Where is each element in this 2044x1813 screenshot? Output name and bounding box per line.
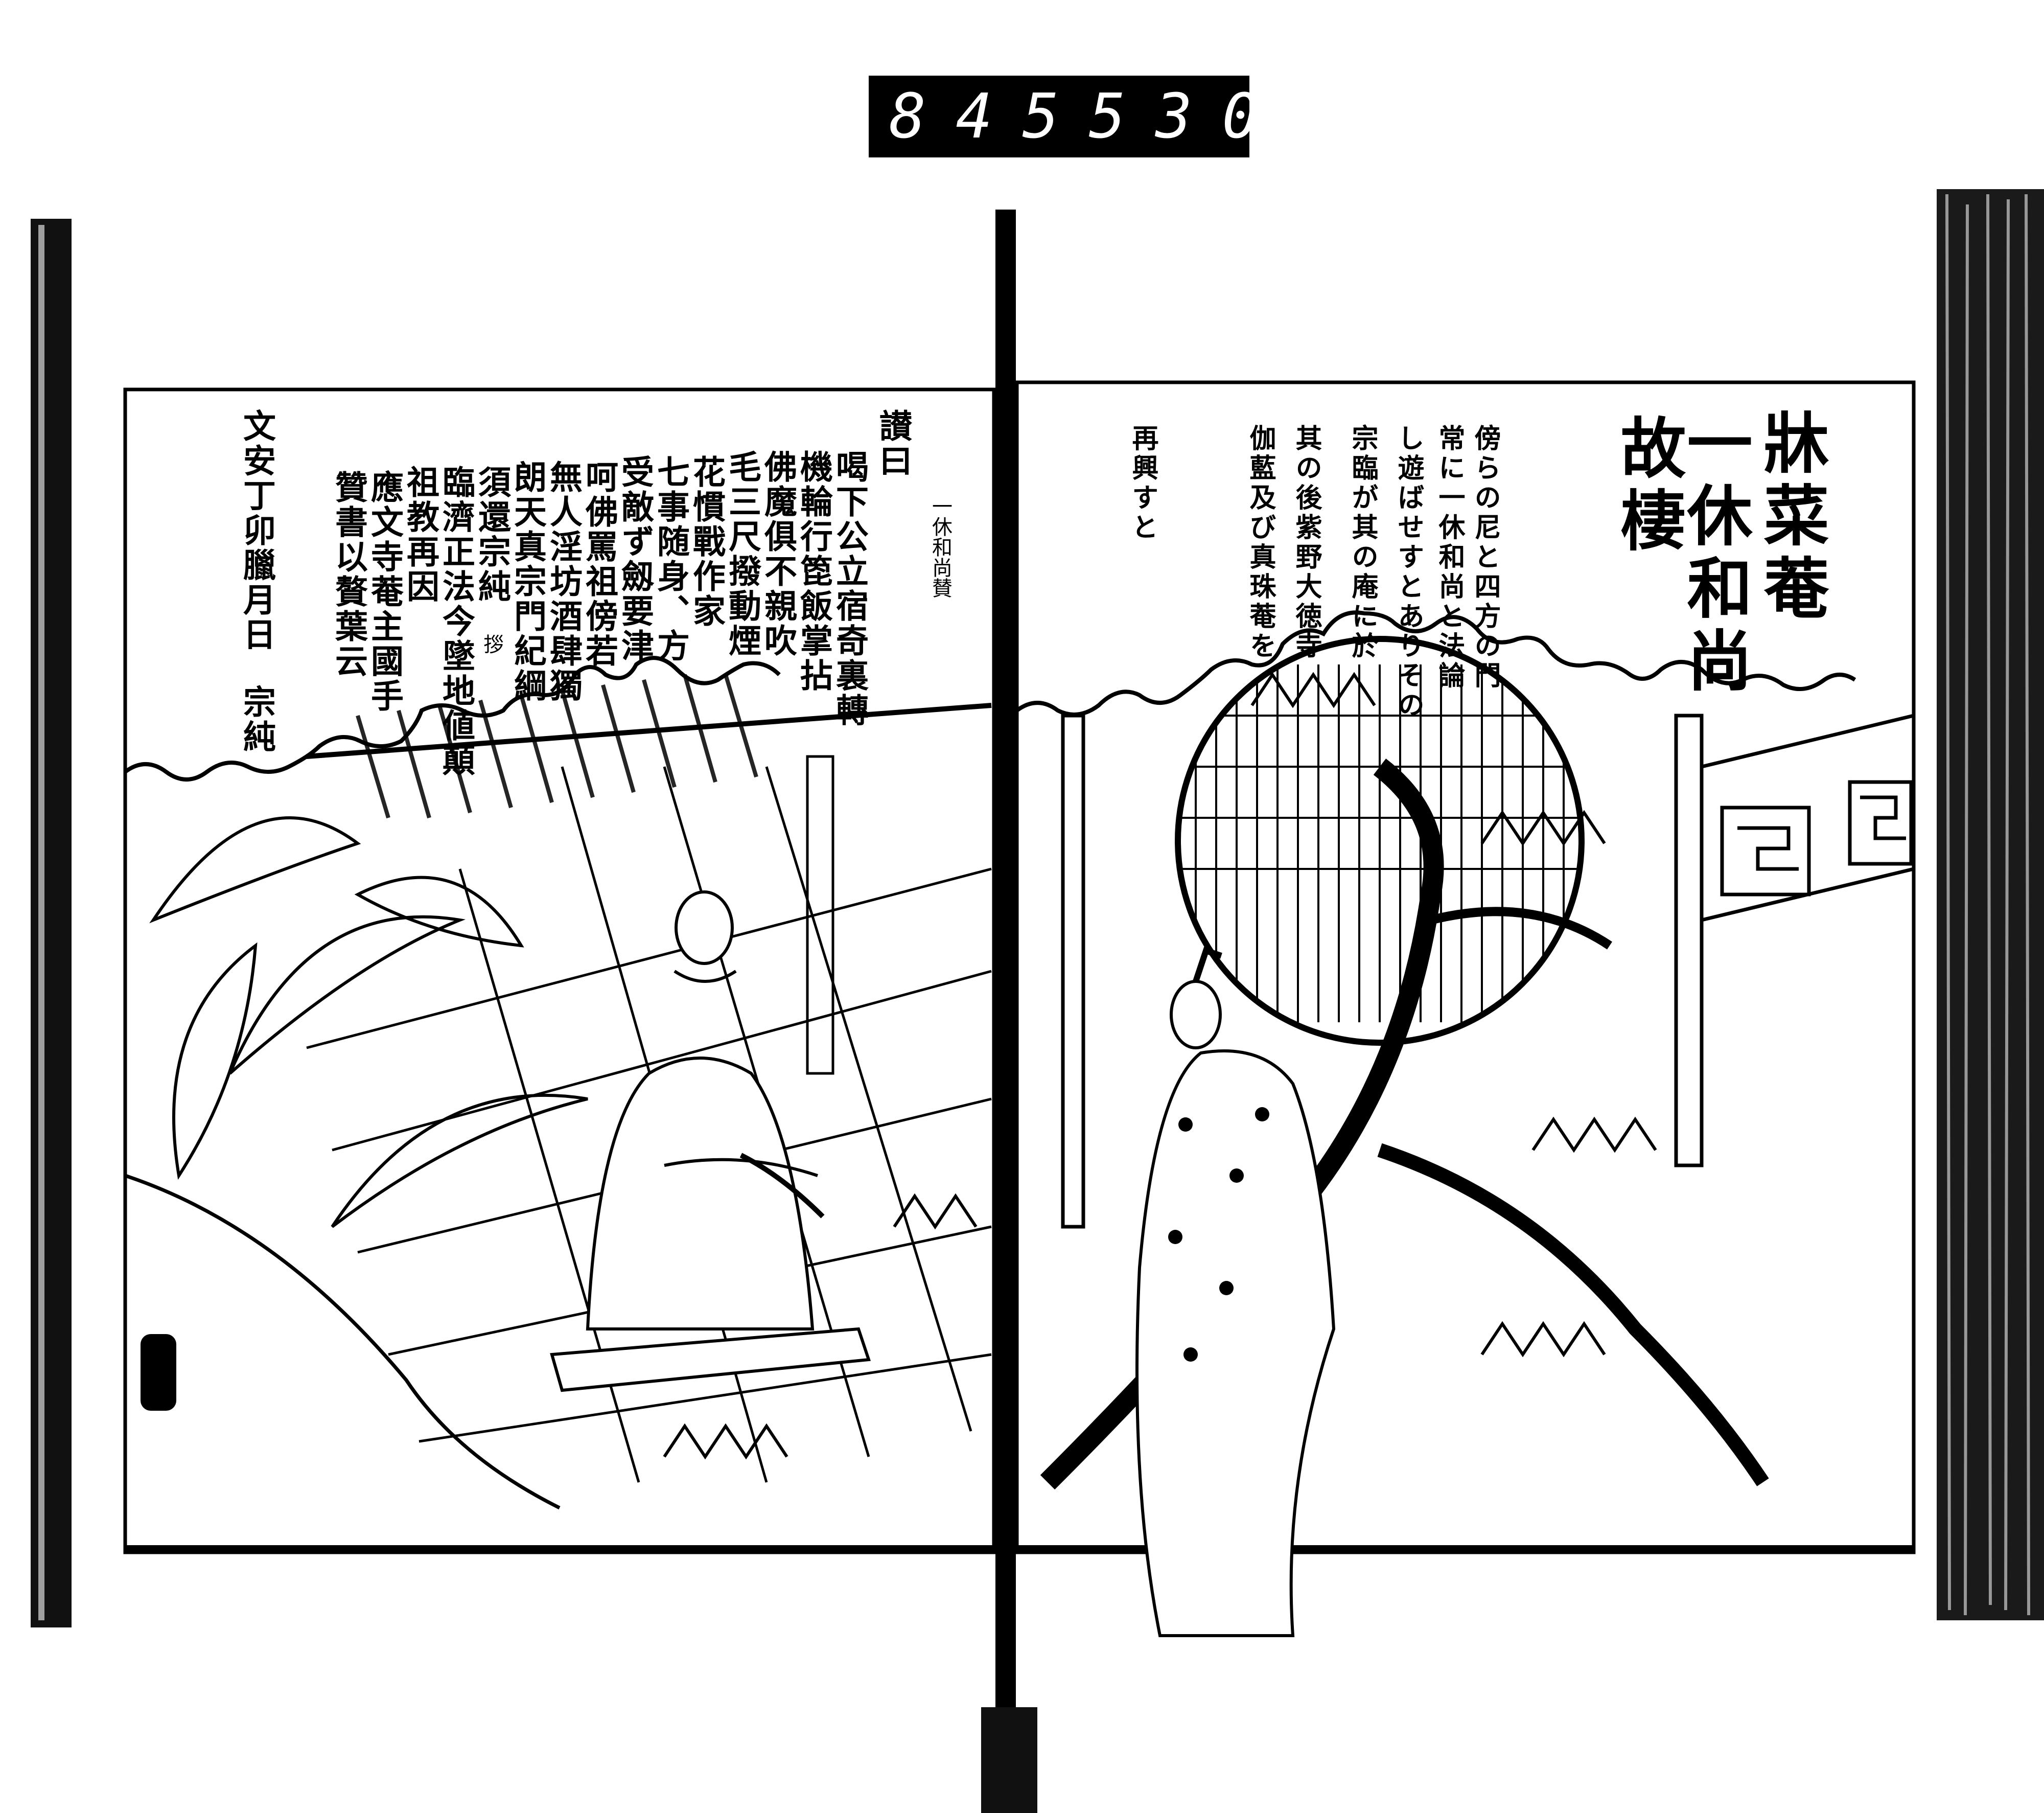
poem-note: 拶 xyxy=(480,634,503,654)
scan-number-left: 845 xyxy=(889,81,1089,152)
body-column-5: 其の後紫野大徳寺 xyxy=(1291,424,1322,661)
poem-column-12: 臨濟正法今墜地値顛 xyxy=(437,465,475,778)
artist-seal xyxy=(141,1334,176,1411)
banana-leaves xyxy=(149,816,588,1228)
body-column-6: 伽藍及び真珠菴を xyxy=(1245,424,1276,661)
poem-column-4: 毛三尺撥動煙 xyxy=(723,450,761,658)
veranda-railing xyxy=(1061,714,1914,1229)
right-cloud-border xyxy=(1015,610,1856,717)
left-cloud-border xyxy=(124,656,781,782)
poem-column-2: 機輪行箆飯掌拈 xyxy=(795,450,833,693)
poem-column-8: 呵佛罵祖傍若 xyxy=(580,460,618,669)
body-column-4: 宗臨が其の庵に於 xyxy=(1347,424,1378,661)
poem-attribution: 一休和尚賛 xyxy=(928,496,952,598)
thatched-roof xyxy=(356,674,758,819)
body-column-7: 再興すと xyxy=(1127,424,1158,543)
poem-signature: 宗純 xyxy=(238,685,276,754)
scan-number-right: 530. xyxy=(1088,81,1355,152)
poem-column-1: 喝下公立宿奇裏轉 xyxy=(830,450,869,728)
poem-heading: 讃曰 xyxy=(874,409,912,478)
poem-column-14: 應文寺菴主國手 xyxy=(365,470,404,714)
title-column-3: 故棲 xyxy=(1609,414,1686,559)
monk-ikkyu-figure xyxy=(550,890,871,1392)
poem-column-3: 佛魔俱不親吹 xyxy=(759,450,797,658)
left-book-edge xyxy=(31,219,72,1627)
right-book-edge xyxy=(1937,189,2044,1620)
poem-column-5: 花慣戰作家 xyxy=(687,455,726,629)
scan-number-label: 845 530. xyxy=(869,76,1326,157)
samurai-visitor-figure xyxy=(1135,947,1336,1637)
title-column-1: 牀菜菴 xyxy=(1752,409,1829,627)
body-column-2: 常に一休和尚と法論 xyxy=(1434,424,1465,691)
garden-ground xyxy=(124,1174,561,1510)
poem-column-7: 受敵ず劔要津 xyxy=(616,455,654,663)
poem-column-9: 無人淫坊酒肆獨 xyxy=(544,460,583,703)
title-column-2: 一休和尚 xyxy=(1676,409,1752,699)
poem-column-6: 七事随身、方 xyxy=(652,455,690,663)
poem-column-11: 須還宗純 xyxy=(473,465,511,604)
poem-column-10: 朗天真宗門紀綱 xyxy=(508,460,547,703)
body-column-3: し遊ばせすとありその xyxy=(1393,424,1424,721)
poem-date: 文安丁卯臘月日 xyxy=(238,409,276,652)
poem-column-15: 贊書以贅葉云 xyxy=(330,470,368,679)
poem-column-13: 祖教再因 xyxy=(401,465,439,604)
book-spine xyxy=(995,210,1016,1813)
body-column-1: 傍らの尼と四方の門 xyxy=(1470,424,1501,691)
